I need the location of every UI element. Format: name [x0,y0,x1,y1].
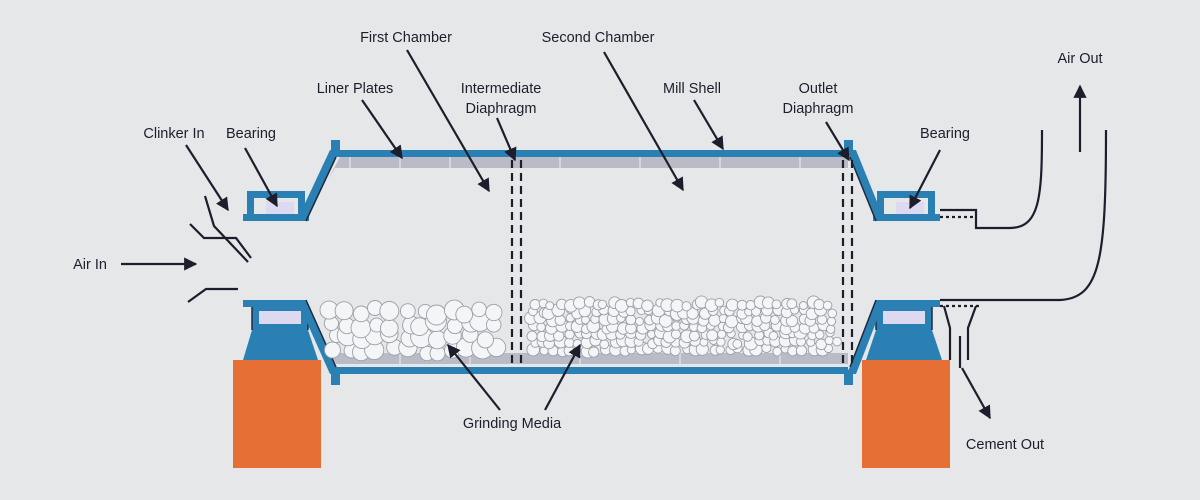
intermediate-diaphragm [510,160,523,368]
grinding-ball [826,324,836,334]
grinding-ball [798,301,808,310]
grinding-ball [526,330,538,342]
grinding-ball [772,346,782,357]
clinker-in-arrow [185,144,229,212]
air-out-label: Air Out [1057,51,1102,67]
grinding-ball [816,314,828,325]
grinding-ball [641,299,654,312]
inlet-chute [187,195,252,303]
grinding-ball [572,339,583,349]
grinding-ball [334,301,354,321]
grinding-ball [379,301,400,321]
grinding-ball [824,335,834,346]
bearing-left-label: Bearing [226,126,276,142]
grinding-ball [399,303,416,319]
grinding-ball [715,345,725,355]
grinding-ball [471,301,487,318]
grinding-ball [770,315,780,325]
first-chamber-label: First Chamber [360,30,452,46]
right-pier [862,360,950,468]
air-in-label: Air In [73,257,107,273]
grinding-ball [352,305,370,323]
grinding-ball [714,297,725,308]
grinding-ball [588,346,600,358]
outlet-diaphragm-arrow [825,121,850,162]
mill-shell [243,140,940,385]
grinding-ball [572,296,586,310]
grinding-ball [724,314,739,329]
grinding-ball [813,298,825,311]
labels: First Chamber Second Chamber Liner Plate… [73,30,1102,453]
intermediate-label: Intermediate [461,81,542,97]
left-bottom-bearing-support [243,304,318,360]
liner-plates-label: Liner Plates [317,81,394,97]
left-pier [233,360,321,468]
grinding-ball [814,329,825,340]
outlet-diaphragm-label: Diaphragm [783,101,854,117]
grinding-ball [736,299,748,311]
mill-shell-arrow [693,99,724,151]
grinding-ball [599,339,610,350]
grinding-ball [768,331,779,341]
bearing-right-arrow [909,149,941,210]
grinding-ball [822,300,833,311]
grinding-ball [536,322,546,332]
grinding-media-arrow-right [544,343,581,411]
outlet-diaphragm [841,160,854,368]
grinding-ball [726,298,739,312]
grinding-ball [827,308,838,319]
grinding-ball [476,331,494,349]
grinding-ball [785,314,799,328]
grinding-ball [485,303,503,322]
cement-out-arrow [961,367,991,420]
grinding-ball [597,299,607,310]
grinding-ball [826,316,837,326]
grinding-ball [786,298,798,310]
grinding-media-label: Grinding Media [463,416,562,432]
grinding-ball [426,304,447,326]
grinding-ball [455,305,474,324]
grinding-ball [324,341,341,359]
grinding-ball [545,301,555,311]
grinding-ball [732,339,743,349]
grinding-ball [771,299,782,310]
grinding-ball [688,330,700,342]
outlet-label: Outlet [799,81,838,97]
grinding-ball [716,337,726,347]
liner-plates-arrow [361,99,403,160]
second-chamber-arrow [603,51,684,192]
grinding-ball [635,316,644,326]
grinding-ball [706,329,719,342]
bearing-right-label: Bearing [920,126,970,142]
grinding-ball [686,307,699,320]
second-chamber-label: Second Chamber [542,30,655,46]
outlet-duct [940,129,1108,368]
grinding-ball [380,318,399,338]
grinding-ball [742,331,753,342]
grinding-ball [681,301,692,312]
right-bottom-bearing-support [866,304,942,360]
grinding-ball [832,336,842,347]
grinding-ball [529,299,541,311]
intermediate-diaphragm-label: Diaphragm [466,101,537,117]
grinding-media-balls [319,295,842,362]
bearing-left-arrow [244,147,278,208]
cement-out-label: Cement Out [966,437,1044,453]
grinding-media-arrow-left [447,343,501,411]
grinding-ball [795,344,808,357]
clinker-in-label: Clinker In [143,126,204,142]
intermediate-diaphragm-arrow [495,117,517,162]
annotation-arrows [121,49,1087,420]
grinding-ball [670,329,681,340]
mill-shell-label: Mill Shell [663,81,721,97]
first-chamber-arrow [406,49,490,193]
